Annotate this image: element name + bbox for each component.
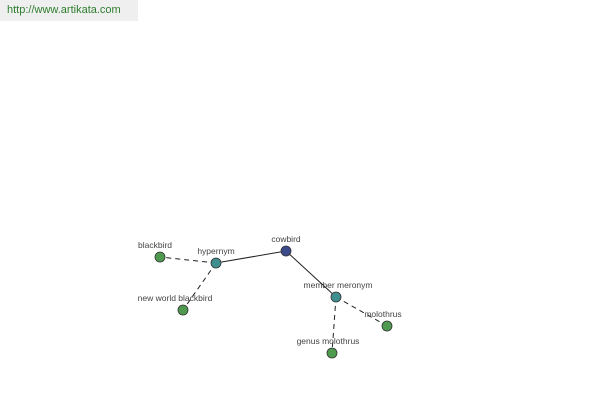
node-circle-molothrus[interactable] — [381, 320, 393, 332]
node-blackbird[interactable]: blackbird — [138, 240, 172, 263]
node-hypernym[interactable]: hypernym — [197, 246, 235, 269]
node-circle-genus-molothrus[interactable] — [326, 347, 338, 359]
node-circle-hypernym[interactable] — [210, 257, 222, 269]
node-circle-member-meronym[interactable] — [330, 291, 342, 303]
node-new-world-blackbird[interactable]: new world blackbird — [138, 293, 213, 316]
edges-layer — [159, 250, 388, 354]
node-label-member-meronym[interactable]: member meronym — [304, 280, 373, 290]
node-member-meronym[interactable]: member meronym — [304, 280, 373, 303]
node-label-cowbird[interactable]: cowbird — [271, 234, 301, 244]
node-circle-blackbird[interactable] — [154, 251, 166, 263]
edge-hypernym-new-world-blackbird — [182, 262, 217, 311]
source-url[interactable]: http://www.artikata.com — [0, 0, 138, 21]
edge-member-meronym-genus-molothrus — [331, 296, 337, 354]
node-label-genus-molothrus[interactable]: genus molothrus — [297, 336, 360, 346]
nodes-layer: cowbird hypernym member meronym blackbird ne… — [138, 234, 402, 359]
node-label-blackbird[interactable]: blackbird — [138, 240, 172, 250]
node-genus-molothrus[interactable]: genus molothrus — [297, 336, 360, 359]
node-cowbird[interactable]: cowbird — [271, 234, 301, 257]
edge-cowbird-member-meronym — [285, 250, 337, 298]
node-circle-cowbird[interactable] — [280, 245, 292, 257]
edge-hypernym-blackbird — [159, 256, 217, 264]
edge-member-meronym-molothrus — [335, 296, 388, 327]
node-circle-new-world-blackbird[interactable] — [177, 304, 189, 316]
node-label-new-world-blackbird[interactable]: new world blackbird — [138, 293, 213, 303]
node-molothrus[interactable]: molothrus — [364, 309, 402, 332]
edge-cowbird-hypernym — [215, 250, 287, 264]
node-label-hypernym[interactable]: hypernym — [197, 246, 234, 256]
node-label-molothrus[interactable]: molothrus — [364, 309, 401, 319]
